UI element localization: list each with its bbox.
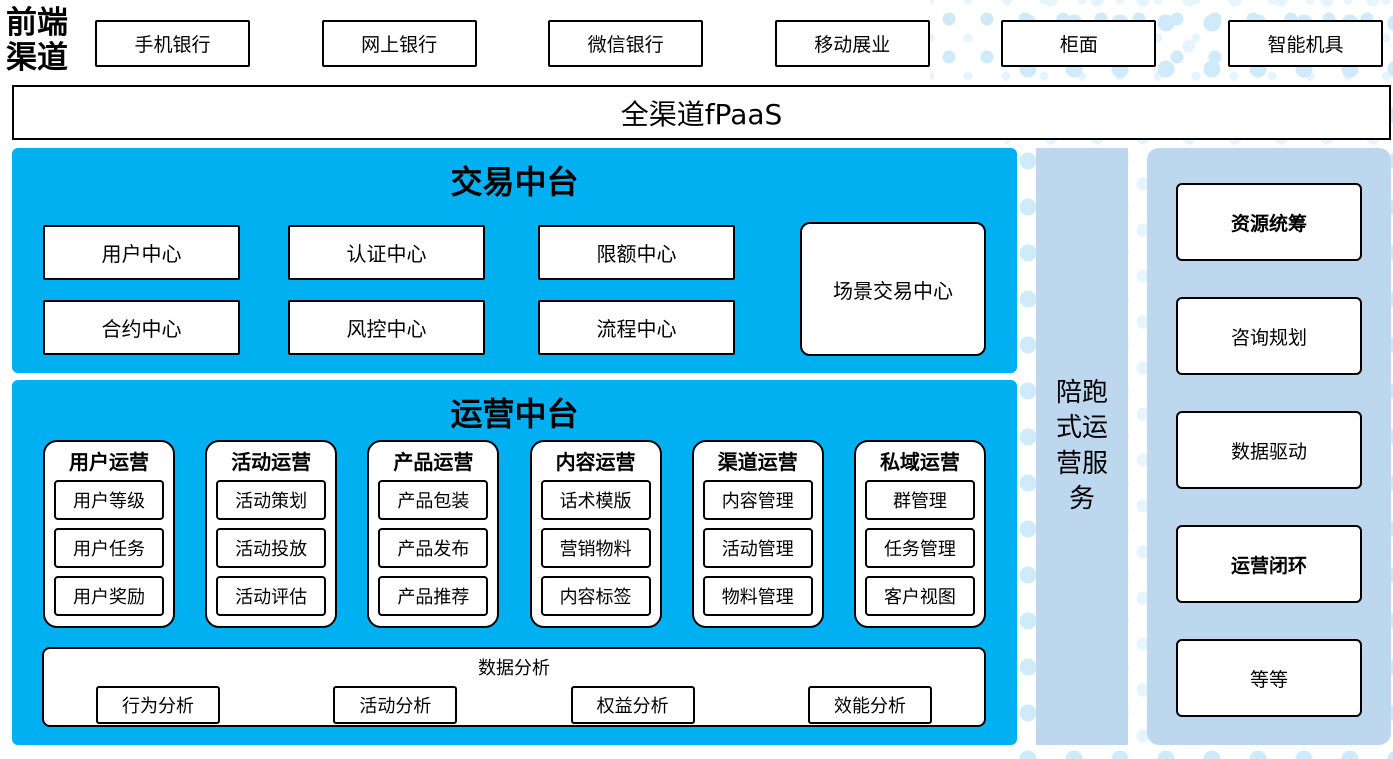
ops-item: 产品发布 xyxy=(378,528,489,568)
channel-box-online-banking: 网上银行 xyxy=(321,20,477,67)
service-panel: 资源统筹 咨询规划 数据驱动 运营闭环 等等 xyxy=(1147,148,1391,745)
ops-column-items: 产品包装 产品发布 产品推荐 xyxy=(378,480,489,616)
channel-box-wechat-banking: 微信银行 xyxy=(548,20,704,67)
ops-column-header: 私域运营 xyxy=(879,450,960,474)
trade-platform-block: 交易中台 用户中心 认证中心 限额中心 合约中心 风控中心 流程中心 场景交易中… xyxy=(12,148,1017,373)
center-box-process: 流程中心 xyxy=(538,300,735,355)
channel-box-mobile-banking: 手机银行 xyxy=(95,20,250,67)
ops-item: 用户等级 xyxy=(54,480,164,520)
ops-column-content: 内容运营 话术模版 营销物料 内容标签 xyxy=(529,440,662,628)
analysis-item-behavior: 行为分析 xyxy=(96,686,220,724)
ops-item: 群管理 xyxy=(864,480,975,520)
ops-item: 用户奖励 xyxy=(54,576,164,616)
companion-service-label: 陪跑式运营服务 xyxy=(1055,378,1108,514)
data-analysis-box: 数据分析 行为分析 活动分析 权益分析 效能分析 xyxy=(42,647,986,727)
analysis-item-efficiency: 效能分析 xyxy=(807,686,932,724)
ops-column-items: 群管理 任务管理 客户视图 xyxy=(864,480,975,616)
channel-box-smart-devices: 智能机具 xyxy=(1227,20,1383,67)
service-box-data: 数据驱动 xyxy=(1176,411,1362,489)
ops-item: 用户任务 xyxy=(54,528,164,568)
center-box-risk: 风控中心 xyxy=(288,300,485,355)
ops-column-items: 话术模版 营销物料 内容标签 xyxy=(540,480,651,616)
ops-item: 内容标签 xyxy=(540,576,651,616)
front-channel-label: 前端渠道 xyxy=(6,5,68,76)
ops-item: 话术模版 xyxy=(540,480,651,520)
service-box-loop: 运营闭环 xyxy=(1176,525,1362,603)
data-analysis-title: 数据分析 xyxy=(478,658,550,679)
ops-item: 任务管理 xyxy=(864,528,975,568)
ops-item: 产品推荐 xyxy=(378,576,489,616)
scene-trade-center-box: 场景交易中心 xyxy=(800,222,986,356)
center-box-auth: 认证中心 xyxy=(288,225,485,280)
ops-item: 内容管理 xyxy=(702,480,813,520)
ops-column-activity: 活动运营 活动策划 活动投放 活动评估 xyxy=(205,440,338,628)
ops-column-header: 用户运营 xyxy=(69,450,149,474)
ops-item: 活动投放 xyxy=(216,528,327,568)
ops-platform-title: 运营中台 xyxy=(450,395,579,433)
ops-item: 物料管理 xyxy=(702,576,813,616)
service-box-etc: 等等 xyxy=(1176,639,1362,717)
ops-item: 营销物料 xyxy=(540,528,651,568)
ops-item: 活动评估 xyxy=(216,576,327,616)
data-analysis-items: 行为分析 活动分析 权益分析 效能分析 xyxy=(44,686,984,724)
service-box-resource: 资源统筹 xyxy=(1176,183,1362,261)
analysis-item-activity: 活动分析 xyxy=(333,686,458,724)
ops-column-header: 内容运营 xyxy=(555,450,636,474)
ops-platform-block: 运营中台 用户运营 用户等级 用户任务 用户奖励 活动运营 活动策划 活动投放 … xyxy=(12,380,1017,745)
ops-column-header: 活动运营 xyxy=(231,450,312,474)
analysis-item-rights: 权益分析 xyxy=(570,686,695,724)
fpaas-bar: 全渠道fPaaS xyxy=(12,85,1391,140)
ops-item: 活动管理 xyxy=(702,528,813,568)
center-box-limit: 限额中心 xyxy=(538,225,735,280)
trade-platform-title: 交易中台 xyxy=(450,163,579,201)
ops-item: 活动策划 xyxy=(216,480,327,520)
center-box-user: 用户中心 xyxy=(43,225,240,280)
ops-column-product: 产品运营 产品包装 产品发布 产品推荐 xyxy=(367,440,500,628)
channel-box-counter: 柜面 xyxy=(1001,20,1157,67)
ops-item: 客户视图 xyxy=(864,576,975,616)
ops-column-channel: 渠道运营 内容管理 活动管理 物料管理 xyxy=(691,440,824,628)
ops-item: 产品包装 xyxy=(378,480,489,520)
ops-column-items: 活动策划 活动投放 活动评估 xyxy=(216,480,327,616)
ops-column-header: 渠道运营 xyxy=(717,450,798,474)
ops-column-private: 私域运营 群管理 任务管理 客户视图 xyxy=(853,440,986,628)
channel-box-mobile-marketing: 移动展业 xyxy=(774,20,930,67)
ops-column-header: 产品运营 xyxy=(393,450,474,474)
ops-column-items: 内容管理 活动管理 物料管理 xyxy=(702,480,813,616)
ops-columns: 用户运营 用户等级 用户任务 用户奖励 活动运营 活动策划 活动投放 活动评估 … xyxy=(43,440,986,628)
front-channel-row: 手机银行 网上银行 微信银行 移动展业 柜面 智能机具 xyxy=(95,20,1383,67)
center-box-contract: 合约中心 xyxy=(43,300,240,355)
ops-column-user: 用户运营 用户等级 用户任务 用户奖励 xyxy=(43,440,175,628)
service-box-consult: 咨询规划 xyxy=(1176,297,1362,375)
companion-service-bar: 陪跑式运营服务 xyxy=(1036,148,1128,745)
ops-column-items: 用户等级 用户任务 用户奖励 xyxy=(54,480,164,616)
